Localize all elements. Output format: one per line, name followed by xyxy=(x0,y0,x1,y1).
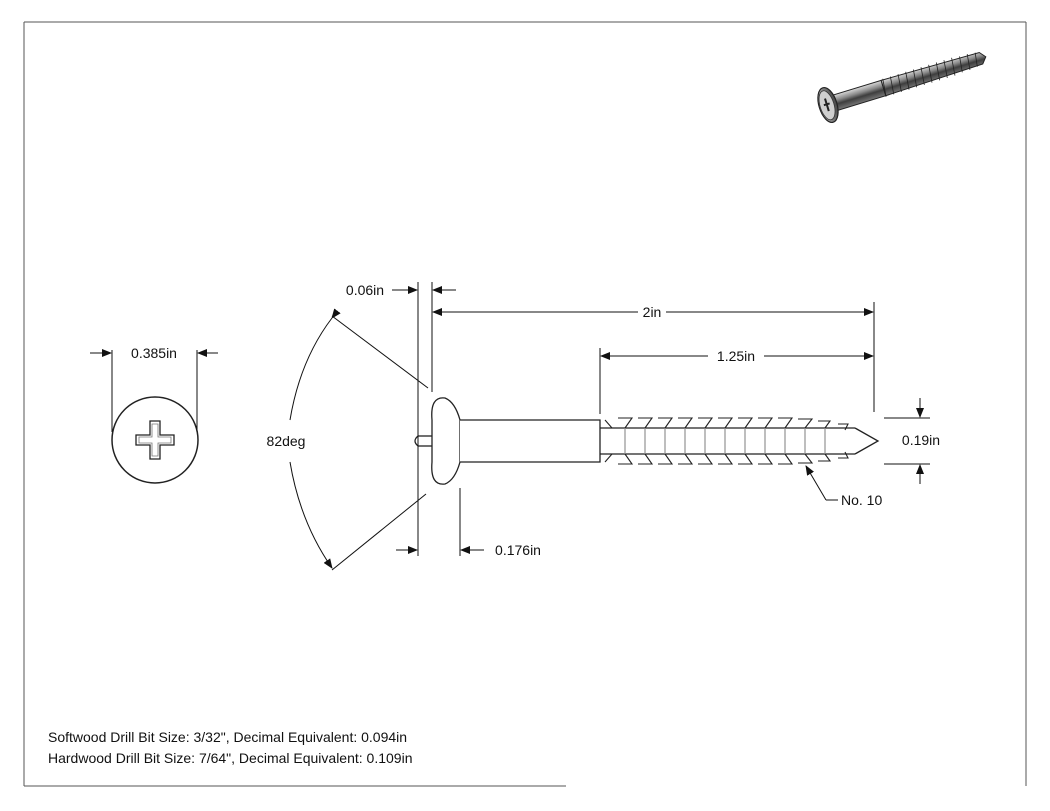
screw-side-view xyxy=(414,397,880,485)
head-height-dimension xyxy=(392,282,456,556)
total-length-dimension xyxy=(432,302,875,412)
major-diameter-dimension xyxy=(884,398,930,484)
thread-length-dimension xyxy=(599,348,874,414)
phillips-recess-icon xyxy=(135,420,175,460)
head-length-label: 0.176in xyxy=(495,542,541,558)
screw-size-leader xyxy=(805,465,838,501)
softwood-drill-note: Softwood Drill Bit Size: 3/32", Decimal … xyxy=(48,729,407,745)
screw-isometric-render xyxy=(817,51,987,124)
head-height-label: 0.06in xyxy=(346,282,384,298)
drawing-frame xyxy=(23,21,1027,787)
head-angle-label: 82deg xyxy=(267,433,306,449)
major-diameter-label: 0.19in xyxy=(902,432,940,448)
screw-threads xyxy=(604,417,849,465)
head-diameter-dimension xyxy=(90,349,218,432)
screw-size-label: No. 10 xyxy=(841,492,882,508)
thread-length-label: 1.25in xyxy=(717,348,755,364)
total-length-label: 2in xyxy=(643,304,662,320)
head-angle-dimension xyxy=(289,308,429,571)
hardwood-drill-note: Hardwood Drill Bit Size: 7/64", Decimal … xyxy=(48,750,412,766)
screw-head-end-view xyxy=(111,396,199,484)
head-diameter-label: 0.385in xyxy=(131,345,177,361)
head-length-dimension xyxy=(396,488,484,556)
